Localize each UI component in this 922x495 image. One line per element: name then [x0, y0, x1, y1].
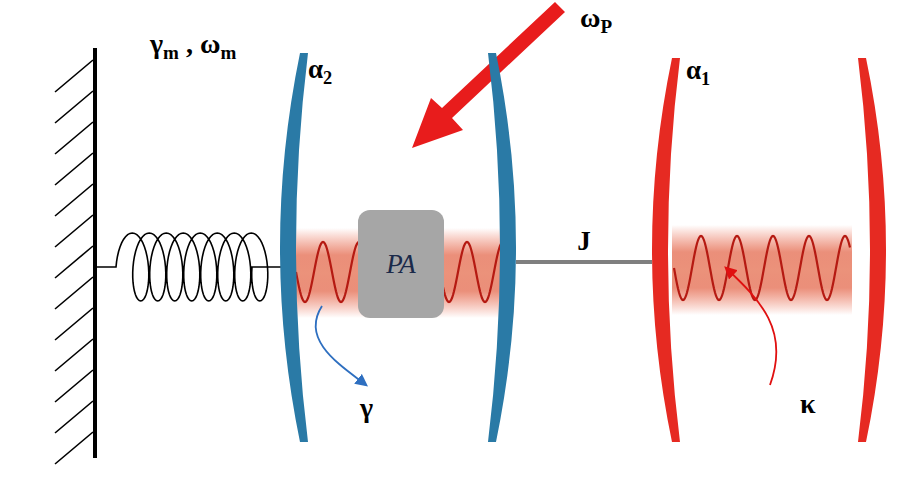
hatch-line: [55, 122, 93, 154]
hatch-line: [55, 91, 93, 123]
amplifier-label: PA: [386, 249, 416, 280]
mirror: [280, 53, 308, 442]
mechanical-parameters: γm , ωm: [150, 28, 236, 64]
pump-arrow: [412, 2, 565, 148]
hatch-line: [55, 153, 93, 185]
text-part: α: [308, 54, 323, 84]
wave-path: [674, 236, 850, 300]
text-part: m: [220, 42, 236, 63]
hatch-line: [55, 215, 93, 247]
hatch-line: [55, 246, 93, 278]
amplitude-label: α1: [686, 55, 710, 90]
text-part: P: [600, 16, 612, 37]
hatch-line: [55, 277, 93, 309]
text-part: J: [577, 226, 591, 256]
text-part: 1: [701, 69, 710, 89]
wall-hatching: [55, 60, 93, 464]
text-part: α: [686, 55, 701, 85]
text-part: m: [163, 42, 179, 63]
cavity-field-band: [672, 225, 852, 315]
hatch-line: [55, 370, 93, 402]
text-part: γ: [360, 392, 373, 423]
hatch-line: [55, 401, 93, 433]
hatch-line: [55, 432, 93, 464]
mirror: [858, 58, 886, 442]
optical-cavity: α1: [650, 55, 888, 445]
coupling-line: [516, 260, 652, 264]
loss-arrow: [316, 306, 366, 385]
text-part: κ: [800, 388, 816, 419]
wall: [93, 48, 97, 458]
text-part: PA: [386, 249, 416, 279]
mirror: [488, 53, 516, 442]
amplitude-label: α2: [308, 54, 332, 89]
cavity-mirrors: [650, 55, 888, 445]
hatch-line: [55, 339, 93, 371]
amplifier-box: PA: [358, 210, 444, 318]
spring-coil: [97, 233, 282, 301]
hatch-line: [55, 308, 93, 340]
loss-arrow: [726, 268, 776, 385]
decay-rate-label: γ: [360, 392, 373, 424]
text-part: γ: [150, 28, 163, 59]
hatch-line: [55, 60, 93, 92]
text-part: ,: [179, 28, 200, 59]
spring-path: [97, 233, 282, 301]
decay-rate-label: κ: [800, 388, 816, 420]
pump-frequency-label: ωP: [580, 2, 612, 38]
coupling-label: J: [577, 226, 591, 257]
text-part: ω: [580, 2, 600, 33]
mirror: [652, 58, 680, 442]
hatch-line: [55, 184, 93, 216]
text-part: ω: [200, 28, 220, 59]
optical-cavity: α2PA: [278, 50, 518, 445]
text-part: 2: [323, 68, 332, 88]
